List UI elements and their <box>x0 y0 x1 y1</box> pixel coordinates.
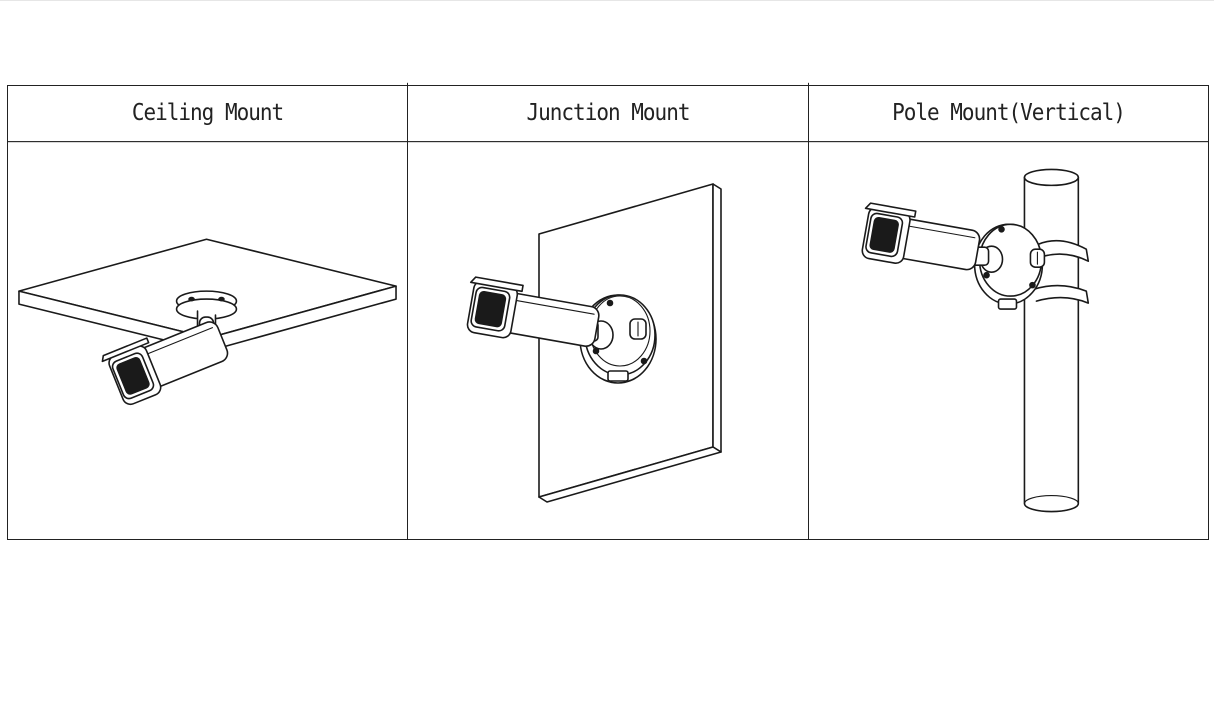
pole-mount-illustration <box>809 139 1208 539</box>
ceiling-mount-header: Ceiling Mount <box>8 82 408 143</box>
ceiling-mount-illustration <box>8 139 408 539</box>
junction-mount-header: Junction Mount <box>408 82 809 143</box>
ceiling-mount-label: Ceiling Mount <box>131 98 284 126</box>
junction-mount-label: Junction Mount <box>526 98 690 126</box>
junction-box-mounted-camera-icon <box>466 183 722 503</box>
ceiling-mounted-camera-icon <box>18 238 397 406</box>
pole-mount-header: Pole Mount(Vertical) <box>809 83 1208 143</box>
junction-mount-illustration <box>408 139 809 539</box>
pole-mounted-camera-icon <box>861 168 1090 513</box>
top-divider <box>0 0 1214 1</box>
pole-mount-label: Pole Mount(Vertical) <box>892 98 1126 126</box>
mount-options-table: Ceiling Mount Junction Mount Pole Mount(… <box>7 82 1209 540</box>
